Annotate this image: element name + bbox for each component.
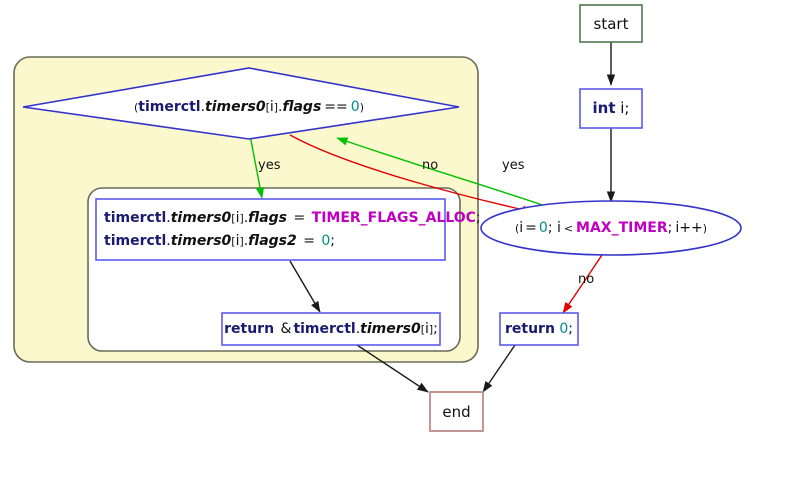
node-assign-label-wrap: timerctl.timers0[i].flags = TIMER_FLAGS_… <box>104 203 481 256</box>
node-decision-label: (timerctl.timers0[i].flags==0) <box>134 99 364 115</box>
edge-label-decision-no: no <box>422 158 439 173</box>
node-decision[interactable] <box>22 67 460 140</box>
node-assign-line1: timerctl.timers0[i].flags = TIMER_FLAGS_… <box>104 209 481 226</box>
token-var-i: i; <box>615 98 630 117</box>
node-loop-condition[interactable] <box>480 200 742 256</box>
token-lparen: ( <box>515 221 520 235</box>
token-inc: i++ <box>675 219 703 236</box>
node-return-timer-label: return &timerctl.timers0[i]; <box>224 320 438 337</box>
token-zero: 0 <box>538 219 548 236</box>
node-decision-label-wrap: (timerctl.timers0[i].flags==0) <box>99 94 399 120</box>
edge-decision-to-loop-no <box>289 134 534 214</box>
token-d-i: i <box>269 98 274 115</box>
token-d-dot1: . <box>200 98 206 115</box>
node-decl-label: int i; <box>592 98 630 117</box>
node-return-zero-label: return 0; <box>504 320 574 337</box>
token-d-rparen: ) <box>359 100 364 114</box>
token-d-dot2: . <box>278 98 283 115</box>
edge-assign-to-returntimer <box>289 260 321 313</box>
node-start[interactable] <box>579 4 643 43</box>
token-d-eqeq: == <box>324 98 348 115</box>
edge-decision-to-assign-yes <box>249 134 265 199</box>
node-decl-label-wrap: int i; <box>580 89 642 128</box>
node-return-zero-label-wrap: return 0; <box>502 315 576 343</box>
token-d-lparen: ( <box>134 100 139 114</box>
token-d-timerctl: timerctl <box>138 98 201 115</box>
token-max-timer: MAX_TIMER <box>576 219 668 236</box>
edge-label-decision-yes: yes <box>258 158 281 173</box>
edge-returntimer-to-end <box>356 344 429 393</box>
token-d-rbrack: ] <box>273 100 279 114</box>
node-end-label-wrap: end <box>430 392 483 431</box>
token-lt: < <box>563 221 574 235</box>
node-end-label: end <box>442 402 471 421</box>
token-d-flags: flags <box>282 98 322 115</box>
node-return-timer[interactable] <box>221 312 441 346</box>
edge-label-loop-yes: yes <box>502 158 525 173</box>
node-return-timer-label-wrap: return &timerctl.timers0[i]; <box>224 315 438 343</box>
token-assign-op: = <box>525 219 537 236</box>
token-i0: i <box>519 219 524 236</box>
node-end[interactable] <box>429 391 484 432</box>
node-start-label: start <box>593 14 629 33</box>
node-start-label-wrap: start <box>580 5 642 42</box>
edge-label-loop-no: no <box>578 272 595 287</box>
token-semi2: ; <box>667 219 673 236</box>
node-assign-line2: timerctl.timers0[i].flags2 = 0; <box>104 233 336 249</box>
token-rparen: ) <box>702 221 707 235</box>
token-d-timers0: timers0 <box>205 98 266 115</box>
token-semi-i: ; i <box>547 219 561 236</box>
node-return-zero[interactable] <box>499 312 579 346</box>
edge-returnzero-to-end <box>482 344 516 393</box>
node-decl[interactable] <box>579 88 643 129</box>
token-kw-int: int <box>592 98 616 117</box>
token-d-lbrack: [ <box>265 100 270 114</box>
node-loop-label: (i=0; i<MAX_TIMER;i++) <box>515 220 707 236</box>
token-d-zero: 0 <box>350 98 360 115</box>
node-loop-label-wrap: (i=0; i<MAX_TIMER;i++) <box>481 214 741 242</box>
edge-loop-to-returnzero-no <box>562 251 605 314</box>
node-assign[interactable] <box>95 198 446 261</box>
